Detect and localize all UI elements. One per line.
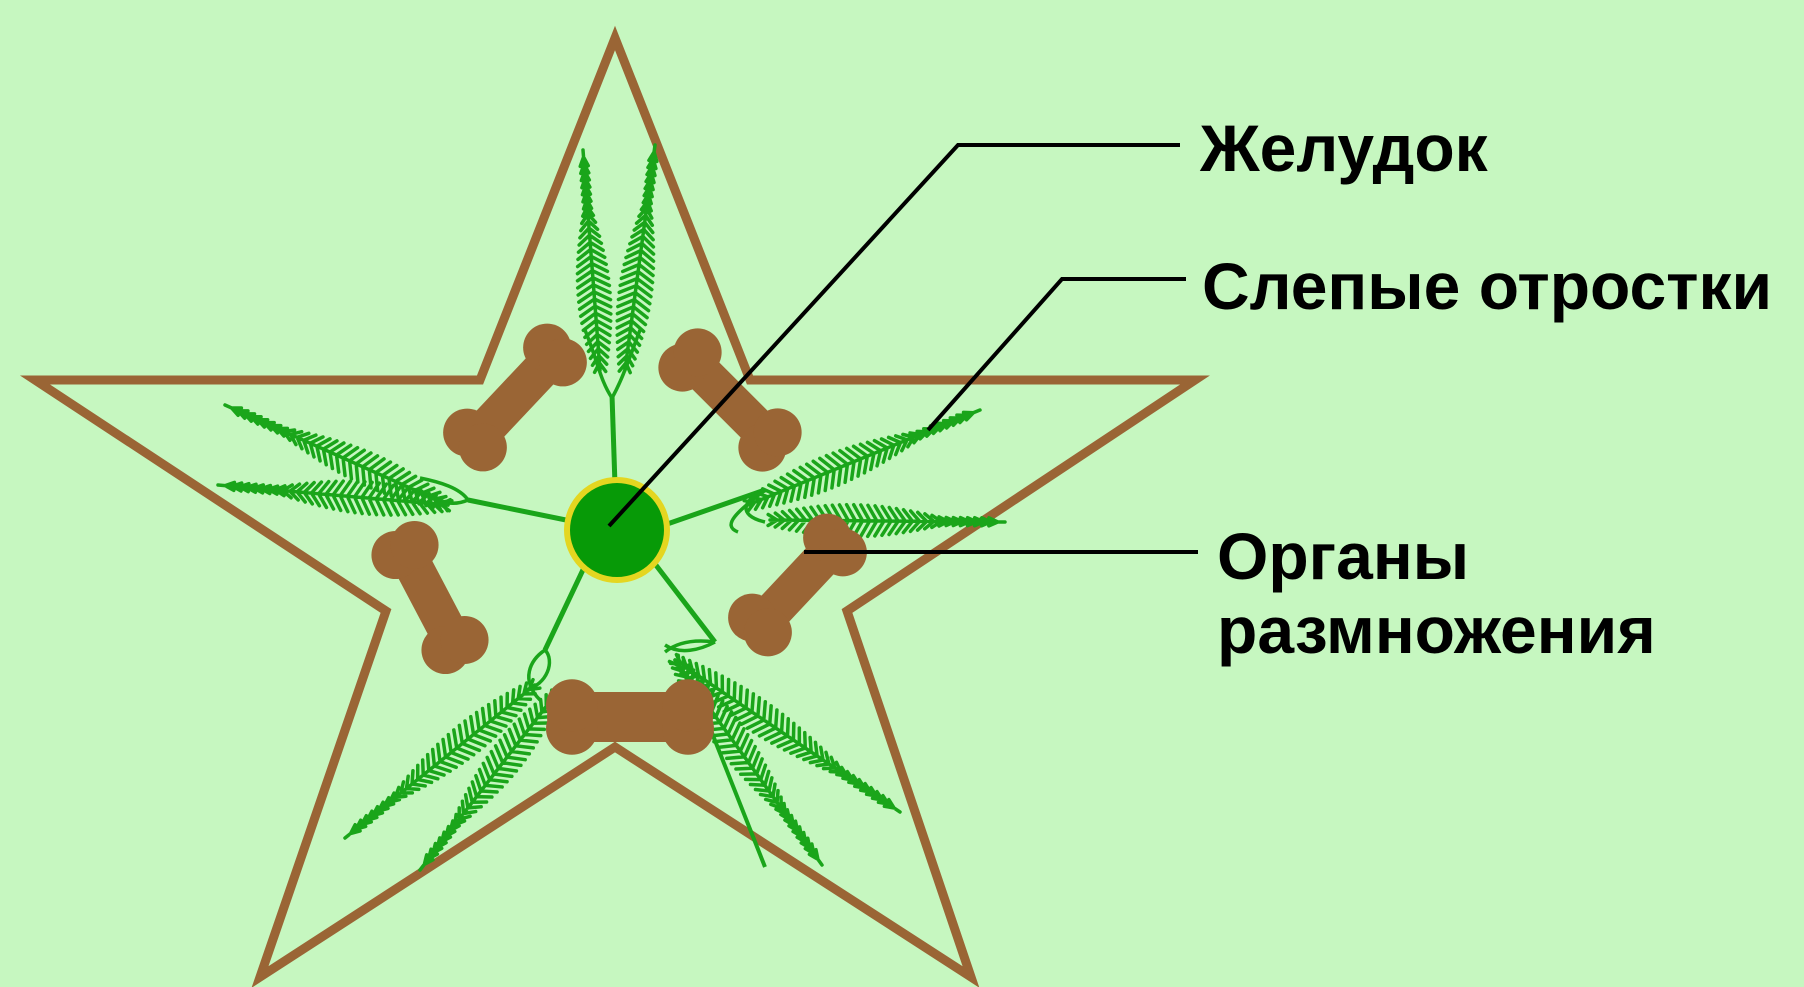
label-gonads: Органы размножения — [1217, 520, 1656, 668]
gonad-right — [728, 514, 867, 657]
label-gonads-line2: размножения — [1217, 594, 1656, 668]
caeca-top-left — [577, 150, 610, 372]
stomach — [567, 480, 667, 580]
label-stomach: Желудок — [1200, 112, 1488, 186]
gonad-bottom — [546, 679, 714, 754]
caeca-br-loop — [665, 641, 715, 652]
label-caeca: Слепые отростки — [1202, 250, 1772, 324]
caeca-left-lower — [218, 481, 450, 515]
gonad-upper-left — [443, 324, 587, 472]
label-gonads-line1: Органы — [1217, 520, 1656, 594]
gonad-left — [371, 521, 488, 674]
